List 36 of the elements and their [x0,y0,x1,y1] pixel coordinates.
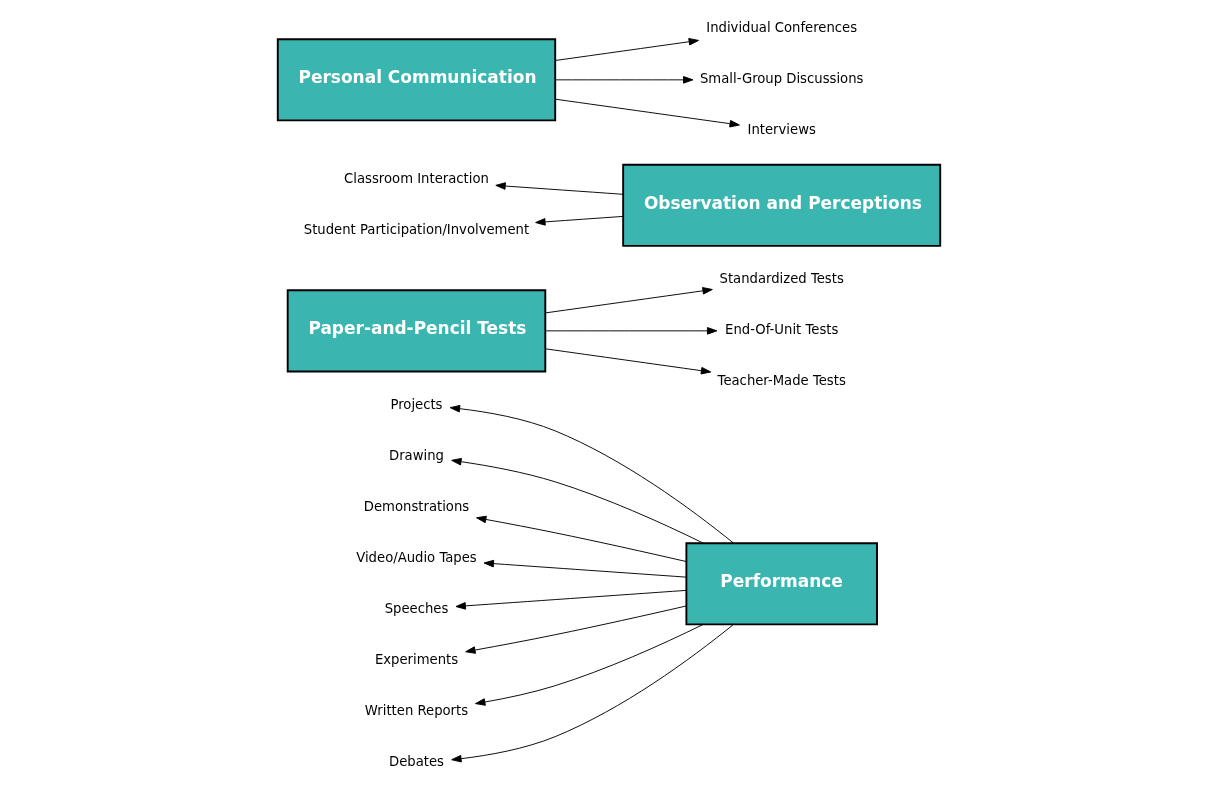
node-text: Drawing [389,447,444,463]
arrow [476,515,687,562]
arrow [554,76,694,84]
arrow [535,215,624,226]
arrow [545,327,718,335]
node-box: Observation and Perceptions [622,163,942,247]
node-box: Performance [685,542,878,626]
arrow [554,98,740,128]
arrow [483,559,687,578]
node-text: Experiments [374,651,459,667]
node-text: Projects [390,396,443,412]
node-text: Teacher-Made Tests [717,373,846,389]
arrow [545,348,712,375]
node-box: Paper-and-Pencil Tests [286,289,547,373]
arrow [495,182,624,195]
arrow [449,404,734,544]
arrow [545,287,713,314]
node-text: Speeches [384,600,449,616]
arrow [451,623,734,763]
node-text: Classroom Interaction [344,171,489,187]
arrow [465,605,687,654]
node-text: Interviews [747,122,816,138]
arrow [475,623,704,706]
node-text: Standardized Tests [719,271,844,287]
node-text: Student Participation/Involvement [303,222,530,238]
arrow [554,38,699,61]
node-text: Debates [389,753,444,769]
node-text: Individual Conferences [706,20,858,36]
node-text: Demonstrations [363,498,470,514]
node-text: Written Reports [364,702,469,718]
node-text: End-Of-Unit Tests [725,322,839,338]
arrow [451,457,704,544]
arrow [455,589,687,610]
node-box: Personal Communication [276,38,557,122]
node-text: Video/Audio Tapes [356,549,477,565]
node-text: Small-Group Discussions [699,71,864,87]
